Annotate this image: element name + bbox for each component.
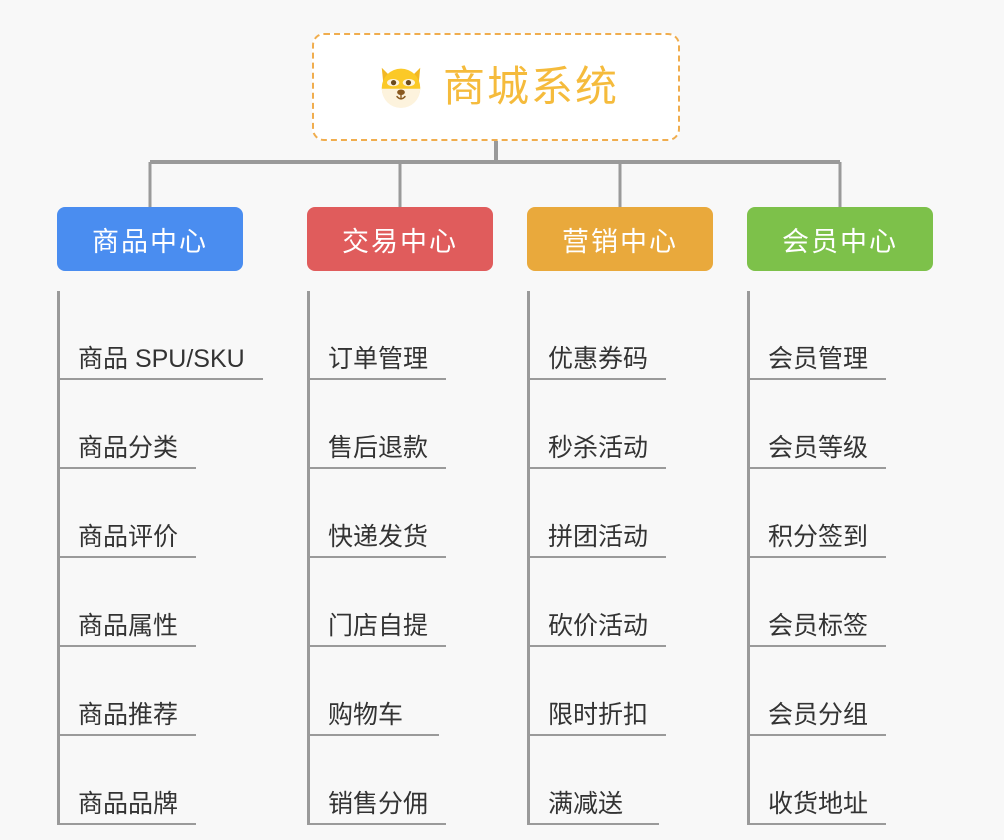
leaf-item[interactable]: 订单管理 [310, 291, 493, 380]
leaf-item-label: 会员管理 [750, 345, 887, 380]
leaf-item-label: 快递发货 [310, 523, 447, 558]
leaf-item[interactable]: 商品推荐 [60, 647, 243, 736]
branch-header-trade-center[interactable]: 交易中心 [307, 207, 493, 271]
root-node[interactable]: 商城系统 [312, 33, 680, 141]
leaf-item[interactable]: 会员等级 [750, 380, 933, 469]
leaf-item-label: 商品评价 [60, 523, 197, 558]
leaf-item-label: 收货地址 [750, 790, 887, 825]
leaf-item[interactable]: 会员标签 [750, 558, 933, 647]
leaf-item-label: 订单管理 [310, 345, 447, 380]
leaf-item[interactable]: 商品品牌 [60, 736, 243, 825]
leaf-item[interactable]: 收货地址 [750, 736, 933, 825]
leaf-item[interactable]: 满减送 [530, 736, 713, 825]
leaf-item-label: 销售分佣 [310, 790, 447, 825]
leaf-item[interactable]: 会员分组 [750, 647, 933, 736]
leaf-item[interactable]: 销售分佣 [310, 736, 493, 825]
leaf-item-label: 会员等级 [750, 434, 887, 469]
leaf-item-label: 秒杀活动 [530, 434, 667, 469]
root-title: 商城系统 [442, 63, 619, 110]
leaf-item-label: 优惠券码 [530, 345, 667, 380]
leaf-item-label: 会员标签 [750, 612, 887, 647]
branch-product-center: 商品中心商品 SPU/SKU 商品分类商品评价商品属性商品推荐商品品牌 [57, 207, 263, 825]
leaf-item-label: 商品分类 [60, 434, 197, 469]
leaf-item-label: 商品属性 [60, 612, 197, 647]
leaf-item[interactable]: 购物车 [310, 647, 493, 736]
leaf-item-label: 拼团活动 [530, 523, 667, 558]
leaf-item[interactable]: 拼团活动 [530, 469, 713, 558]
leaf-item-label: 商品品牌 [60, 790, 197, 825]
leaf-item-label: 限时折扣 [530, 701, 667, 736]
branch-header-product-center[interactable]: 商品中心 [57, 207, 243, 271]
leaf-item[interactable]: 商品属性 [60, 558, 243, 647]
leaf-item[interactable]: 积分签到 [750, 469, 933, 558]
branch-marketing-center: 营销中心优惠券码秒杀活动拼团活动砍价活动限时折扣满减送 [527, 207, 713, 825]
leaf-item[interactable]: 售后退款 [310, 380, 493, 469]
leaf-item[interactable]: 商品 SPU/SKU [60, 291, 263, 380]
leaf-item[interactable]: 门店自提 [310, 558, 493, 647]
leaf-item[interactable]: 快递发货 [310, 469, 493, 558]
leaf-item-label: 砍价活动 [530, 612, 667, 647]
leaf-item[interactable]: 商品分类 [60, 380, 243, 469]
leaf-item-label: 商品推荐 [60, 701, 197, 736]
leaf-item-label: 会员分组 [750, 701, 887, 736]
leaf-item[interactable]: 商品评价 [60, 469, 243, 558]
leaf-item[interactable]: 砍价活动 [530, 558, 713, 647]
branch-items-marketing-center: 优惠券码秒杀活动拼团活动砍价活动限时折扣满减送 [527, 291, 713, 825]
branch-items-trade-center: 订单管理售后退款快递发货门店自提购物车销售分佣 [307, 291, 493, 825]
leaf-item-label: 购物车 [310, 701, 440, 736]
branch-header-marketing-center[interactable]: 营销中心 [527, 207, 713, 271]
leaf-item-label: 积分签到 [750, 523, 887, 558]
leaf-item[interactable]: 秒杀活动 [530, 380, 713, 469]
leaf-item-label: 满减送 [530, 790, 660, 825]
leaf-item-label: 售后退款 [310, 434, 447, 469]
leaf-item[interactable]: 优惠券码 [530, 291, 713, 380]
branch-items-member-center: 会员管理会员等级积分签到会员标签会员分组收货地址 [747, 291, 933, 825]
leaf-item-label: 门店自提 [310, 612, 447, 647]
branch-items-product-center: 商品 SPU/SKU 商品分类商品评价商品属性商品推荐商品品牌 [57, 291, 263, 825]
branch-member-center: 会员中心会员管理会员等级积分签到会员标签会员分组收货地址 [747, 207, 933, 825]
branch-header-member-center[interactable]: 会员中心 [747, 207, 933, 271]
leaf-item[interactable]: 会员管理 [750, 291, 933, 380]
leaf-item[interactable]: 限时折扣 [530, 647, 713, 736]
branch-trade-center: 交易中心订单管理售后退款快递发货门店自提购物车销售分佣 [307, 207, 493, 825]
leaf-item-label: 商品 SPU/SKU [60, 345, 263, 380]
dog-face-icon [373, 59, 429, 115]
